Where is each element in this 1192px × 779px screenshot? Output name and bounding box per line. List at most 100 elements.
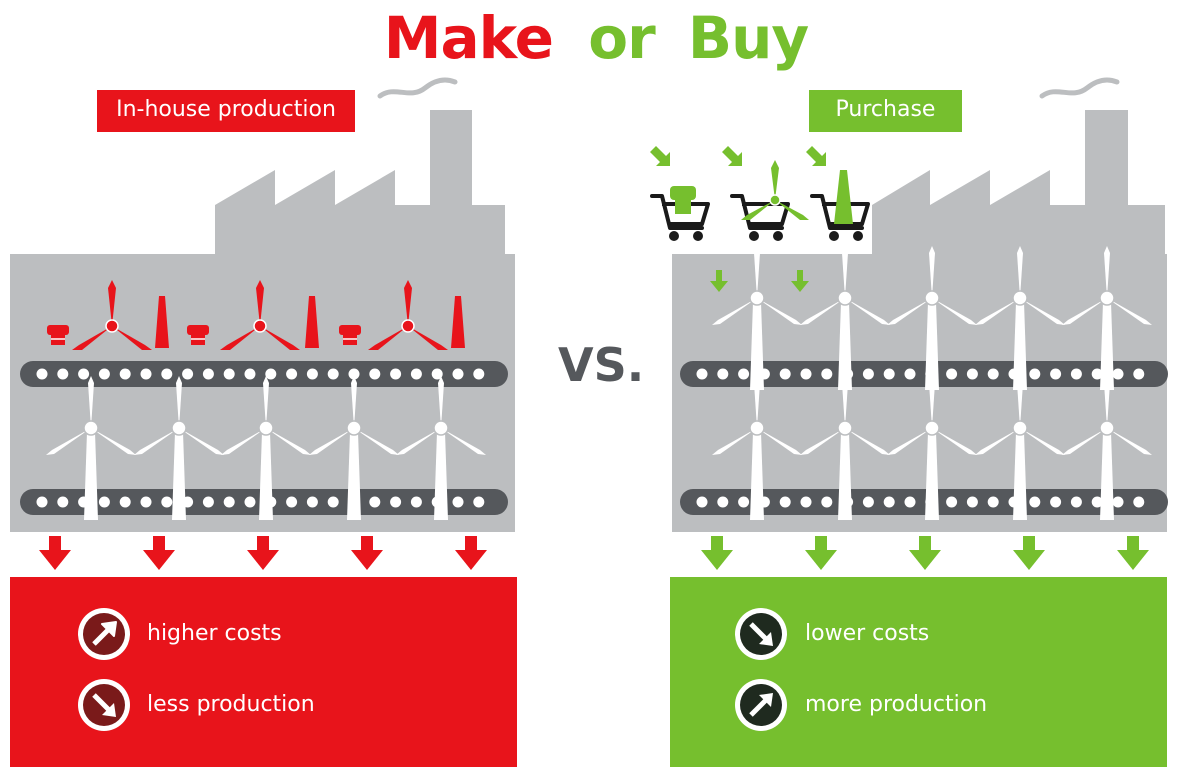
belt-roller [904, 368, 916, 380]
belt-roller [717, 496, 729, 508]
belt-roller [140, 368, 152, 380]
belt-roller [800, 368, 812, 380]
right-factory [640, 77, 1167, 532]
belt-roller [473, 496, 485, 508]
vs-text: VS. [558, 338, 645, 392]
belt-roller [348, 368, 360, 380]
left-result-box [10, 577, 517, 767]
belt-roller [140, 496, 152, 508]
belt-roller [306, 496, 318, 508]
belt-roller [1029, 368, 1041, 380]
belt-roller [1050, 368, 1062, 380]
belt-roller [57, 368, 69, 380]
belt-roller [327, 368, 339, 380]
belt-roller [161, 496, 173, 508]
belt-roller [904, 496, 916, 508]
belt-roller [202, 496, 214, 508]
belt-roller [244, 368, 256, 380]
belt-roller [473, 368, 485, 380]
belt-roller [779, 368, 791, 380]
belt-roller [119, 496, 131, 508]
belt-roller [696, 368, 708, 380]
belt-roller [1112, 496, 1124, 508]
belt-roller [1133, 368, 1145, 380]
belt-roller [431, 368, 443, 380]
belt-roller [1070, 496, 1082, 508]
belt-roller [286, 496, 298, 508]
belt-roller [738, 496, 750, 508]
belt-roller [78, 368, 90, 380]
belt-roller [306, 368, 318, 380]
belt-roller [987, 368, 999, 380]
belt-roller [452, 496, 464, 508]
arrow-down-right-icon [78, 679, 130, 731]
belt-roller [36, 368, 48, 380]
belt-roller [390, 496, 402, 508]
belt-roller [738, 368, 750, 380]
belt-roller [696, 496, 708, 508]
right-result-2: more production [805, 692, 988, 717]
right-result-box [670, 577, 1167, 767]
belt-roller [779, 496, 791, 508]
belt-roller [862, 368, 874, 380]
belt-roller [883, 368, 895, 380]
belt-roller [1070, 368, 1082, 380]
arrow-down-right-icon [735, 608, 787, 660]
belt-roller [1112, 368, 1124, 380]
belt-roller [223, 496, 235, 508]
belt-roller [369, 496, 381, 508]
belt-roller [265, 368, 277, 380]
belt-roller [821, 368, 833, 380]
purchase-carts [650, 146, 870, 292]
left-output-arrows [39, 536, 487, 570]
belt-roller [327, 496, 339, 508]
belt-roller [862, 496, 874, 508]
belt-dots [36, 368, 1145, 508]
belt-roller [36, 496, 48, 508]
title-make: Make [383, 4, 554, 72]
belt-roller [1029, 496, 1041, 508]
belt-roller [98, 496, 110, 508]
belt-roller [223, 368, 235, 380]
belt-roller [98, 368, 110, 380]
arrow-up-right-icon [735, 679, 787, 731]
in-house-label-text: In-house production [116, 97, 336, 122]
right-result-1: lower costs [805, 621, 930, 646]
belt-roller [987, 496, 999, 508]
left-result-2: less production [147, 692, 315, 717]
belt-roller [946, 368, 958, 380]
belt-roller [119, 368, 131, 380]
belt-roller [182, 368, 194, 380]
belt-roller [286, 368, 298, 380]
arrow-up-right-icon [78, 608, 130, 660]
belt-roller [966, 368, 978, 380]
purchase-label-text: Purchase [835, 97, 936, 122]
belt-roller [369, 368, 381, 380]
belt-roller [1133, 496, 1145, 508]
belt-roller [966, 496, 978, 508]
belt-roller [202, 368, 214, 380]
belt-roller [946, 496, 958, 508]
belt-roller [821, 496, 833, 508]
belt-roller [57, 496, 69, 508]
right-output-arrows [701, 536, 1149, 570]
belt-roller [883, 496, 895, 508]
belt-roller [244, 496, 256, 508]
belt-roller [452, 368, 464, 380]
belt-roller [717, 368, 729, 380]
left-result-1: higher costs [147, 621, 282, 646]
in-house-label: In-house production [97, 90, 355, 132]
title-or: or [588, 4, 655, 72]
belt-roller [161, 368, 173, 380]
belt-roller [1091, 496, 1103, 508]
belt-roller [410, 496, 422, 508]
belt-roller [800, 496, 812, 508]
belt-roller [410, 368, 422, 380]
belt-roller [1050, 496, 1062, 508]
purchase-label: Purchase [809, 90, 962, 132]
belt-roller [1091, 368, 1103, 380]
page-title: Make or Buy [0, 4, 1192, 72]
title-buy: Buy [687, 4, 809, 72]
belt-roller [390, 368, 402, 380]
